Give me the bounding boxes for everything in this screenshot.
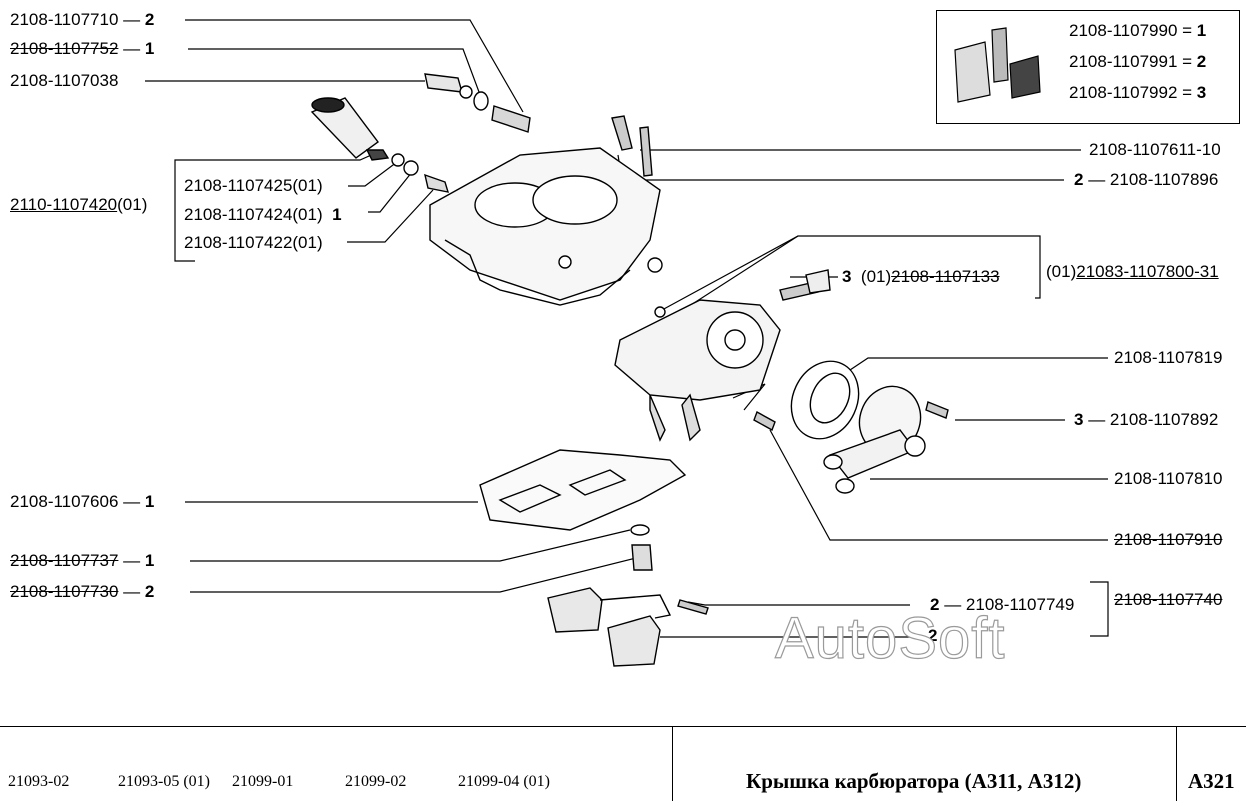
part-number: 2108-1107606	[10, 492, 119, 511]
kit-icons	[954, 27, 1041, 103]
callout-2108-1107819: 2108-1107819	[1114, 348, 1222, 368]
part-number: 2108-1107422(01)	[184, 233, 323, 252]
part-quantity: 2	[1196, 52, 1207, 71]
callout-2108-1107752: 2108-1107752 — 1	[10, 39, 155, 58]
callout-2108-1107133: 3 (01)2108-1107133	[842, 267, 1000, 287]
model-code: 21093-05 (01)	[118, 773, 210, 790]
part-number: 2108-1107611-10	[1089, 140, 1221, 159]
part-number: 2108-1107038	[10, 71, 119, 90]
callout-2108-1107038: 2108-1107038	[10, 71, 118, 91]
part-number: 2108-1107910	[1114, 530, 1223, 549]
callout-2108-1107422: 2108-1107422(01)	[184, 233, 323, 253]
part-quantity: 3	[1196, 83, 1207, 102]
callout-2108-1107910: 2108-1107910	[1114, 530, 1222, 550]
page-title: Крышка карбюратора (А311, А312)	[746, 769, 1082, 793]
part-suffix: (01)	[117, 195, 148, 214]
part-number: 2108-1107992	[1069, 83, 1178, 102]
part-number: 2108-1107710	[10, 10, 119, 29]
part-number: 2108-1107810	[1114, 469, 1223, 488]
part-number: 2108-1107737	[10, 551, 119, 570]
callout-2108-1107740: 2108-1107740	[1114, 590, 1222, 610]
callout-2108-1107606: 2108-1107606 — 1	[10, 492, 155, 511]
part-quantity: 3	[842, 267, 852, 286]
part-quantity: 1	[144, 39, 155, 58]
page-footer: 21093-02 21093-05 (01) 21099-01 21099-02…	[0, 726, 1246, 801]
part-number: 2108-1107991	[1069, 52, 1178, 71]
callout-2108-1107710: 2108-1107710 — 2	[10, 10, 155, 29]
part-quantity: 1	[332, 205, 342, 224]
part-quantity: 1	[144, 551, 155, 570]
part-illustrations	[310, 73, 949, 667]
watermark: AutoSoft	[774, 605, 1006, 671]
part-number: 2108-1107740	[1114, 590, 1223, 609]
callout-2108-1107749: 2 — 2108-1107749	[930, 595, 1075, 614]
model-code: 21099-04 (01)	[458, 773, 550, 790]
part-number: 2108-1107819	[1114, 348, 1223, 367]
part-number: 2108-1107424(01)	[184, 205, 323, 224]
part-quantity: 1	[1196, 21, 1207, 40]
repair-kit-legend: 2108-1107990 = 1 2108-1107991 = 2 2108-1…	[936, 10, 1240, 124]
callout-2108-1107425: 2108-1107425(01)	[184, 176, 323, 196]
model-code: 21099-02	[345, 773, 407, 790]
callout-2108-1107424: 2108-1107424(01) 1	[184, 205, 342, 225]
callout-2108-1107611-10: 2108-1107611-10	[1089, 140, 1221, 160]
part-quantity: 2	[144, 582, 155, 601]
part-number: 2110-1107420	[10, 195, 118, 214]
kit-row-2: 2108-1107991 = 2	[1069, 52, 1207, 71]
part-number: 2108-1107425(01)	[184, 176, 323, 195]
part-quantity: 3	[1074, 410, 1084, 429]
diagram-drawing	[145, 19, 1109, 667]
part-number: 2108-1107730	[10, 582, 119, 601]
part-number: 2108-1107896	[1109, 170, 1219, 189]
callout-2108-1107730: 2108-1107730 — 2	[10, 582, 155, 601]
part-quantity: 2	[1074, 170, 1084, 189]
footer-divider	[672, 727, 673, 801]
page-code: А321	[1188, 769, 1235, 793]
part-quantity: 1	[144, 492, 155, 511]
callout-2108-1107810: 2108-1107810	[1114, 469, 1222, 489]
callout-21083-1107800-31: (01)21083-1107800-31	[1046, 262, 1219, 282]
part-quantity: 2	[930, 595, 940, 614]
callout-2110-1107420: 2110-1107420(01)	[10, 195, 147, 215]
part-number: 2108-1107752	[10, 39, 119, 58]
kit-row-1: 2108-1107990 = 1	[1069, 21, 1207, 40]
callout-2108-1107737: 2108-1107737 — 1	[10, 551, 155, 570]
callout-2108-1107896: 2 — 2108-1107896	[1074, 170, 1219, 189]
part-prefix: (01)	[1046, 262, 1077, 281]
callout-2108-1107892: 3 — 2108-1107892	[1074, 410, 1219, 429]
model-code: 21093-02	[8, 773, 70, 790]
footer-divider	[1176, 727, 1177, 801]
part-number: 2108-1107133	[891, 267, 1000, 286]
part-number: 2108-1107749	[965, 595, 1075, 614]
part-number: 2108-1107892	[1109, 410, 1219, 429]
part-quantity: 2	[144, 10, 155, 29]
part-prefix: (01)	[860, 267, 892, 286]
part-number: 21083-1107800-31	[1076, 262, 1219, 281]
part-number: 2108-1107990	[1069, 21, 1178, 40]
kit-row-3: 2108-1107992 = 3	[1069, 83, 1207, 102]
callout-float-quantity: 2	[928, 626, 938, 645]
model-code: 21099-01	[232, 773, 294, 790]
